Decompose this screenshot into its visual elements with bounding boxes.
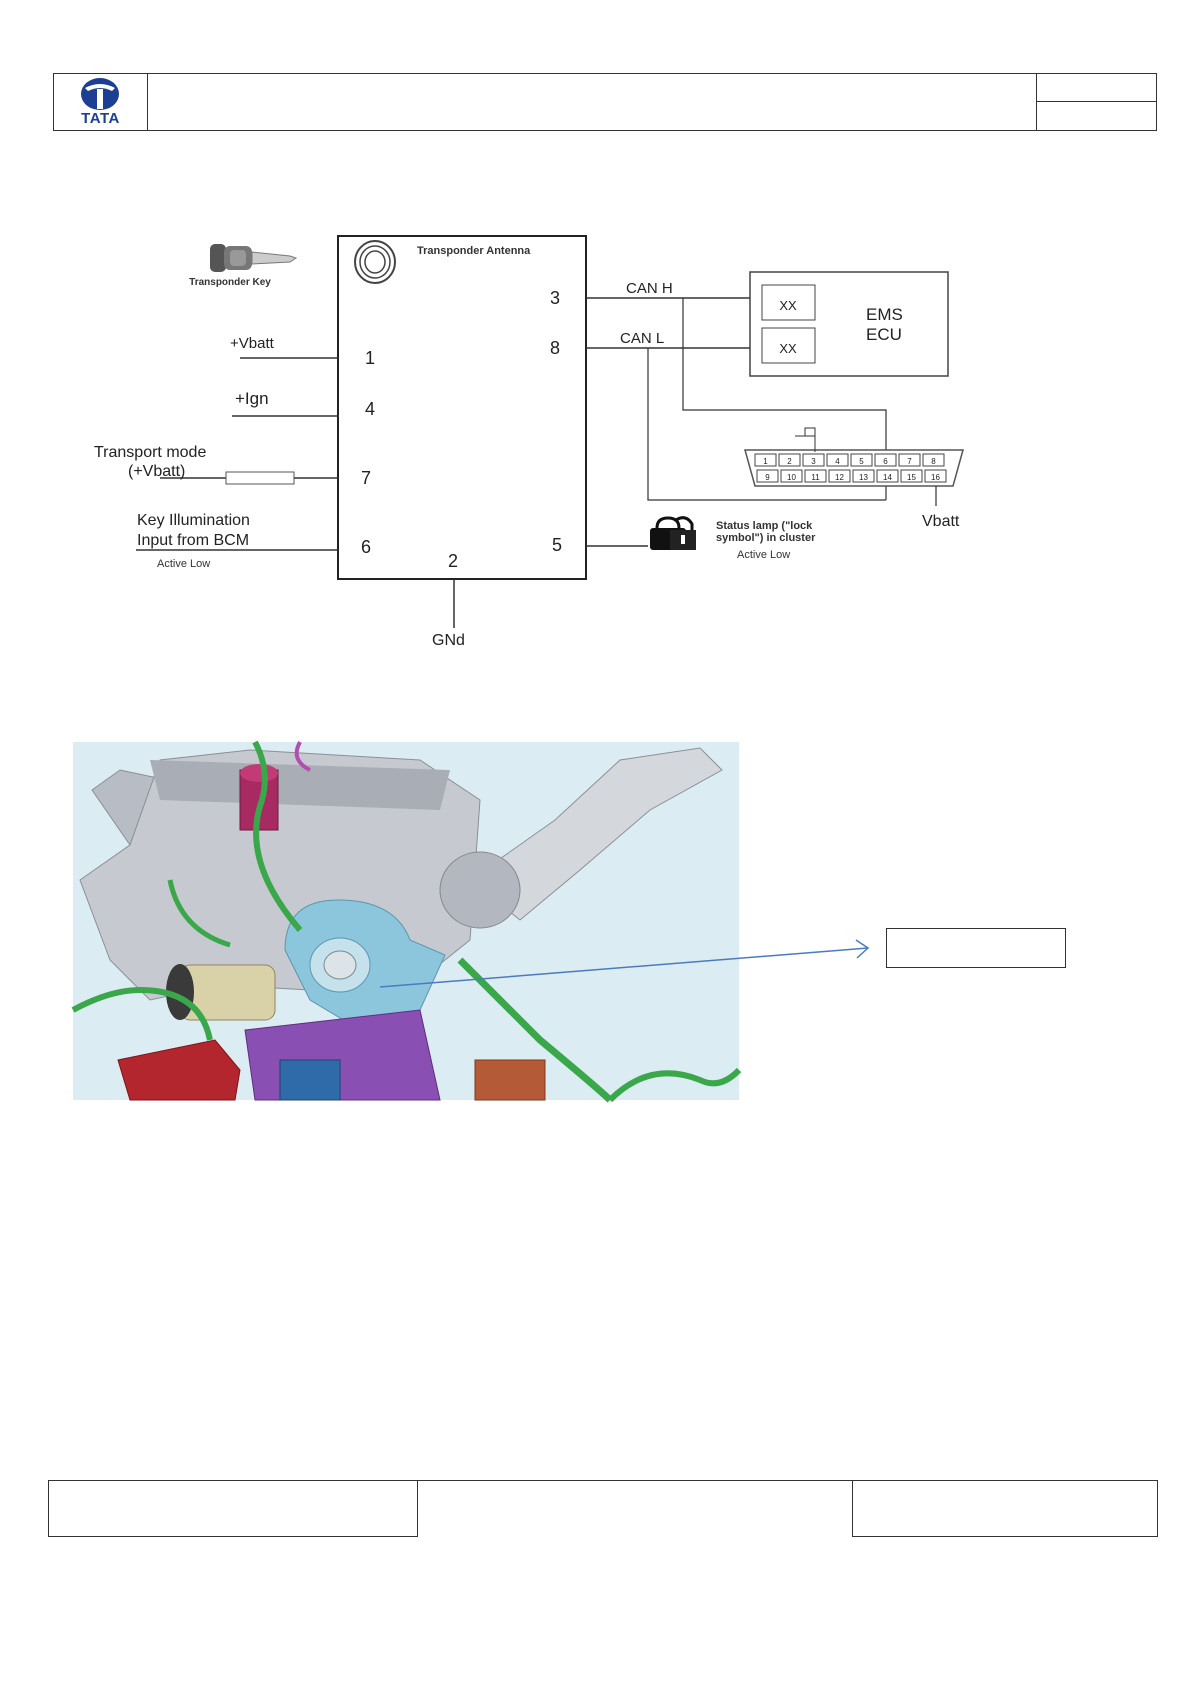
- logo-wordmark: TATA: [81, 110, 120, 127]
- obd-pin-cell: [852, 469, 875, 483]
- transponder-key-icon: [210, 244, 298, 272]
- obd-pin-number: 13: [859, 473, 868, 482]
- obd-pin-cell: [898, 453, 921, 467]
- footer-right-box: [852, 1480, 1158, 1537]
- obd-pin-number: 11: [811, 473, 820, 482]
- logo-cell: TATA: [54, 74, 148, 130]
- obd-pin-number: 14: [883, 473, 892, 482]
- obd-pin-number: 5: [859, 457, 864, 466]
- obd-pin-number: 1: [763, 457, 768, 466]
- obd-pin-cell: [754, 453, 777, 467]
- obd-pin-cell: [778, 453, 801, 467]
- transponder-key-label: Transponder Key: [189, 277, 271, 288]
- ecu-label-line2: ECU: [866, 325, 902, 344]
- obd-ground-lead: [804, 427, 816, 452]
- ground-label: GNd: [432, 632, 465, 649]
- callout-label-box: [886, 928, 1066, 968]
- pin-3-label: 3: [550, 288, 560, 308]
- pin-1-label: 1: [365, 348, 375, 368]
- pin-5-label: 5: [552, 535, 562, 555]
- can-l-obd-wire: [647, 348, 886, 501]
- obd-pin-cell: [780, 469, 803, 483]
- can-l-label: CAN L: [620, 330, 664, 347]
- ecu-pin-box-2: [761, 327, 816, 364]
- obd-pin-cell: [876, 469, 899, 483]
- obd-pin-cell: [804, 469, 827, 483]
- vbatt-label: +Vbatt: [230, 335, 275, 352]
- pin-6-label: 6: [361, 537, 371, 557]
- immobilizer-unit-box: [337, 235, 587, 580]
- tata-logo-icon: [81, 78, 119, 110]
- obd-pin-cell: [850, 453, 873, 467]
- status-lamp-sub-label: symbol") in cluster: [716, 532, 816, 544]
- obd-pin-number: 4: [835, 457, 840, 466]
- obd-pin-cell: [828, 469, 851, 483]
- pin-8-label: 8: [550, 338, 560, 358]
- header-title-cell: [147, 74, 1037, 130]
- obd-pin-number: 7: [907, 457, 912, 466]
- obd-pin-cell: [826, 453, 849, 467]
- obd-pin-number: 12: [835, 473, 844, 482]
- steering-column-illustration: [71, 740, 742, 1103]
- footer-left-box: [48, 1480, 418, 1537]
- header-doc-no-cell: [1036, 74, 1157, 102]
- antenna-label: Transponder Antenna: [417, 245, 531, 257]
- obd-pin-cell: [802, 453, 825, 467]
- transport-mode-label: Transport mode: [94, 444, 206, 461]
- pin-7-label: 7: [361, 468, 371, 488]
- obd-pin-number: 2: [787, 457, 792, 466]
- obd-pin-number: 10: [787, 473, 796, 482]
- can-h-label: CAN H: [626, 280, 673, 297]
- obd-pin-cell: [874, 453, 897, 467]
- callout-arrow-line: [379, 947, 869, 988]
- ecu-pin-box-1: [761, 284, 816, 321]
- key-illum-label: Key Illumination: [137, 512, 250, 529]
- transport-mode-sub-label: (+Vbatt): [128, 463, 185, 480]
- ecu-pin-2-text: XX: [779, 341, 797, 356]
- pin-2-label: 2: [448, 551, 458, 571]
- lock-icon: [650, 516, 696, 550]
- key-illum-sub-label: Input from BCM: [137, 532, 249, 549]
- antenna-coil-icon: [354, 240, 396, 284]
- transport-resistor: [225, 471, 295, 485]
- ecu-pin-1-text: XX: [779, 298, 797, 313]
- obd-pin-cell: [922, 453, 945, 467]
- footer-center-rule: [418, 1480, 852, 1481]
- obd-pin-number: 9: [765, 473, 770, 482]
- obd-pin-number: 16: [931, 473, 940, 482]
- key-illum-note: Active Low: [157, 558, 210, 570]
- obd-pin-cell: [900, 469, 923, 483]
- obd-vbatt-label: Vbatt: [922, 513, 960, 530]
- document-header: TATA: [53, 73, 1157, 131]
- obd-pin-cell: [924, 469, 947, 483]
- status-lamp-note: Active Low: [737, 549, 790, 561]
- obd-pin-number: 8: [931, 457, 936, 466]
- ign-label: +Ign: [235, 389, 269, 408]
- obd-pin-cell: [756, 469, 779, 483]
- callout-arrowhead: [855, 939, 870, 959]
- ecu-label-line1: EMS: [866, 305, 903, 324]
- obd-pin-number: 15: [907, 473, 916, 482]
- obd-pin-number: 6: [883, 457, 888, 466]
- status-lamp-label: Status lamp ("lock: [716, 520, 813, 532]
- pin-4-label: 4: [365, 399, 375, 419]
- obd-pin-number: 3: [811, 457, 816, 466]
